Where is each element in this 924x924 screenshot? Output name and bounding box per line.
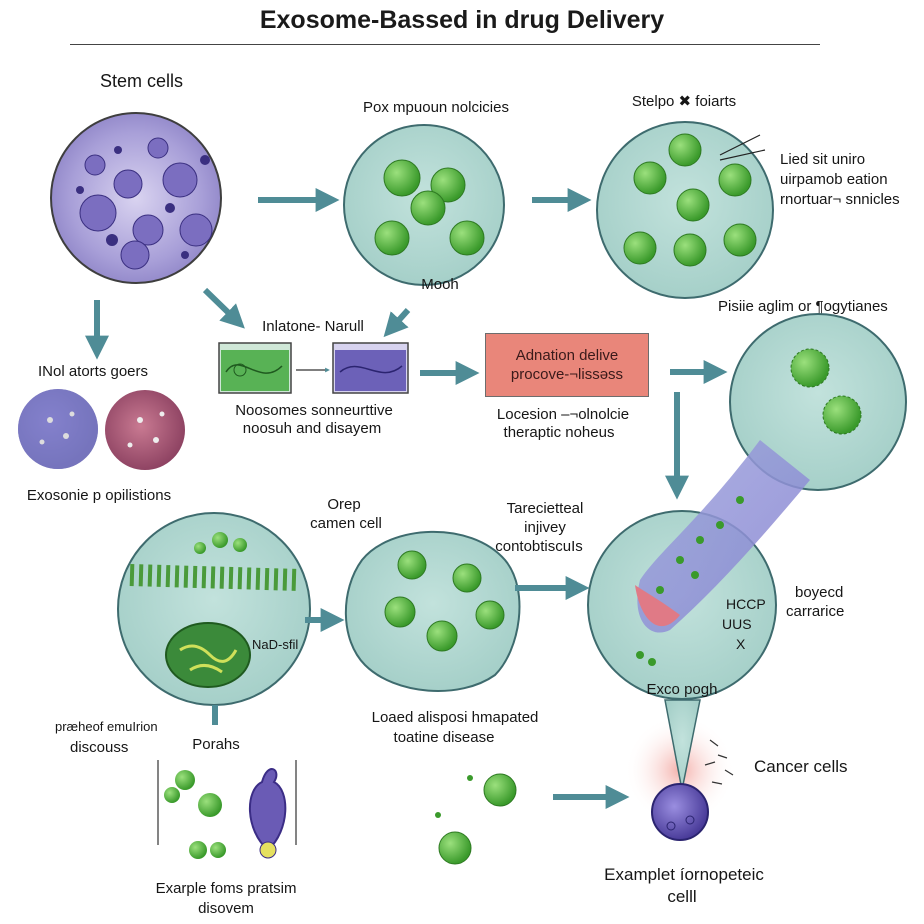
loaed-label-2: toatine disease <box>393 729 495 746</box>
praheof-label-1: præheof emuIrion <box>55 719 158 734</box>
boyecd-label-2: carrarice <box>786 603 845 620</box>
container-purple <box>332 342 409 394</box>
adnation-label-1: Adnation delive <box>515 346 619 364</box>
container-green <box>218 342 292 394</box>
hccp-label-3: X <box>736 636 746 652</box>
lied-label-2: uirpamob eation <box>780 171 888 188</box>
porahs-panel <box>157 705 297 859</box>
stem-cell-circle <box>50 112 222 284</box>
loose-vesicles <box>435 773 517 865</box>
inol-blobs <box>18 389 185 470</box>
noosomes-label-1: Noosomes sonneurttive <box>235 402 393 419</box>
mooh-label: Mooh <box>421 276 459 293</box>
arrow-mooh-to-narull <box>383 307 411 338</box>
lied-label-1: Lied sit uniro <box>780 151 866 168</box>
pox-mpuoun-label: Pox mpuoun nolcicies <box>363 99 509 116</box>
vesicle-circle-2 <box>596 121 774 299</box>
cancer-cell <box>625 699 735 841</box>
locesion-label-2: theraptic noheus <box>503 424 615 441</box>
nad-sfil-label: NaD-sfil <box>252 637 299 652</box>
title-divider <box>70 44 820 45</box>
porahs-label: Porahs <box>192 736 240 753</box>
stelpo-label: Stelpo ✖ foiarts <box>631 93 737 110</box>
orep-cell-circle <box>117 512 311 706</box>
examplet-label-1: Examplet íornopeteic <box>604 865 764 884</box>
orep-label-1: Orep <box>327 496 361 513</box>
tarec-label-1: Tarecietteal <box>506 500 584 517</box>
hccp-label-2: UUS <box>722 616 752 632</box>
loaed-label-1: Loaed alisposi hmapated <box>371 709 539 726</box>
cancer-cells-label: Cancer cells <box>754 757 848 776</box>
boyecd-label-1: boyecd <box>795 584 844 601</box>
page-title: Exosome-Bassed in drug Delivery <box>259 6 665 34</box>
pisiie-label: Pisiie aglim or ¶ogytianes <box>718 298 888 315</box>
exosonie-label: Exosonie p opilistions <box>26 487 172 504</box>
tarec-label-2: injivey <box>524 519 566 536</box>
pisiie-circle <box>729 313 907 491</box>
examplet-label-2: celll <box>667 887 697 906</box>
inol-label: INol atorts goers <box>37 363 149 380</box>
locesion-label-1: Locesion –¬olnolcie <box>496 406 630 423</box>
noosomes-label-2: noosuh and disayem <box>242 420 382 437</box>
adnation-box: Adnation delive procove-¬lissəss <box>485 333 649 397</box>
inlatone-label: Inlatone- Narull <box>262 318 364 335</box>
adnation-label-2: procove-¬lissəss <box>510 366 624 383</box>
loaded-blob <box>344 530 521 692</box>
stem-cells-label: Stem cells <box>100 71 184 91</box>
lied-label-3: rnortuar¬ snnicles <box>780 191 900 208</box>
orep-label-2: camen cell <box>310 515 382 532</box>
exarple-label-2: disovem <box>198 900 254 917</box>
tarec-label-3: contobtiscuIs <box>495 538 583 555</box>
arrow-stem-to-inlatone <box>202 287 245 329</box>
vesicle-circle-1 <box>343 124 505 286</box>
exco-label: Exco pogh <box>646 681 718 698</box>
vessel-circle <box>587 440 810 700</box>
hccp-label-1: HCCP <box>726 596 766 612</box>
praheof-label-2: discouss <box>70 739 129 756</box>
exarple-label-1: Exarple foms pratsim <box>155 880 297 897</box>
